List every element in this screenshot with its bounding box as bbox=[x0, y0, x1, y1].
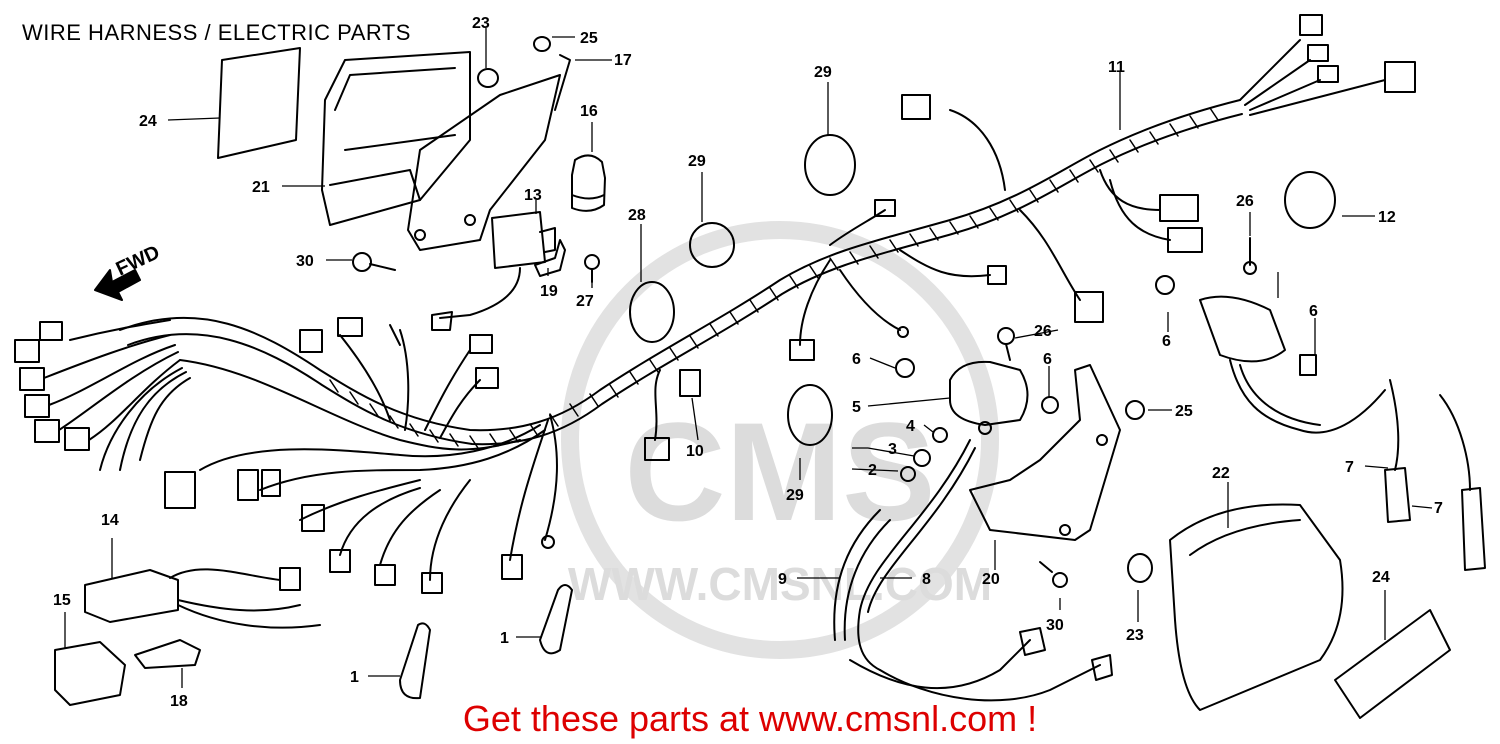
part-18-bracket bbox=[134, 639, 201, 669]
harness-braid bbox=[329, 107, 1219, 449]
watermark-logo: CMS bbox=[624, 393, 935, 550]
callout-4: 4 bbox=[906, 418, 915, 435]
part-17-bracket bbox=[407, 54, 571, 251]
starter-cables bbox=[833, 439, 1113, 702]
part-15-unit bbox=[54, 641, 126, 706]
part-10-connector bbox=[679, 369, 701, 397]
callout-9: 9 bbox=[778, 571, 787, 588]
part-14-igniter bbox=[84, 567, 321, 629]
part-3-washer bbox=[913, 449, 931, 467]
part-27-screw bbox=[584, 254, 600, 283]
footer-link[interactable]: Get these parts at www.cmsnl.com ! bbox=[462, 698, 1038, 739]
callout-3: 3 bbox=[888, 441, 897, 458]
callout-15: 15 bbox=[53, 592, 71, 609]
callout-29: 29 bbox=[688, 153, 706, 170]
part-23-grommet-right bbox=[1127, 553, 1153, 583]
callout-19: 19 bbox=[540, 283, 558, 300]
callout-6: 6 bbox=[852, 351, 861, 368]
part-25-nut bbox=[533, 36, 551, 52]
part-19-bracket bbox=[534, 239, 566, 277]
part-28-band bbox=[629, 281, 675, 343]
callout-30: 30 bbox=[296, 253, 314, 270]
callout-6: 6 bbox=[1309, 303, 1318, 320]
callout-30: 30 bbox=[1046, 617, 1064, 634]
callout-22: 22 bbox=[1212, 465, 1230, 482]
main-harness bbox=[119, 99, 1243, 581]
callout-20: 20 bbox=[982, 571, 1000, 588]
callout-7: 7 bbox=[1434, 500, 1443, 517]
callout-labels: 1 1 2 3 4 5 6 6 6 6 7 7 8 9 10 11 12 13 … bbox=[53, 15, 1443, 710]
callout-2: 2 bbox=[868, 462, 877, 479]
watermark-logo-circle bbox=[561, 221, 999, 659]
watermark: CMS WWW.CMSNL.COM bbox=[561, 221, 999, 659]
part-1-clip-left bbox=[399, 622, 431, 700]
part-6-bolt-center bbox=[895, 358, 915, 378]
callout-6: 6 bbox=[1043, 351, 1052, 368]
harness-branches bbox=[164, 14, 1416, 594]
part-2-washer bbox=[900, 466, 916, 482]
callout-26: 26 bbox=[1236, 193, 1254, 210]
callout-14: 14 bbox=[101, 512, 119, 529]
callout-12: 12 bbox=[1378, 209, 1396, 226]
callout-29: 29 bbox=[786, 487, 804, 504]
part-29-band-top bbox=[804, 134, 856, 196]
callout-6: 6 bbox=[1162, 333, 1171, 350]
callout-24: 24 bbox=[1372, 569, 1390, 586]
part-16-relay bbox=[571, 154, 606, 212]
callout-16: 16 bbox=[580, 103, 598, 120]
part-22-side-cover bbox=[1169, 503, 1344, 711]
callout-21: 21 bbox=[252, 179, 270, 196]
part-20-bracket bbox=[969, 364, 1121, 541]
part-12-band bbox=[1284, 171, 1336, 229]
part-6-clamp-left bbox=[1155, 275, 1175, 295]
fwd-arrow-icon bbox=[94, 269, 141, 301]
callout-25: 25 bbox=[1175, 403, 1193, 420]
left-connector-cluster bbox=[14, 319, 191, 471]
callout-17: 17 bbox=[614, 52, 632, 69]
callout-8: 8 bbox=[922, 571, 931, 588]
part-7-plug-cap-left bbox=[1384, 467, 1411, 523]
part-6-ignition-coil bbox=[1199, 295, 1471, 491]
callout-24: 24 bbox=[139, 113, 157, 130]
part-13-regulator bbox=[431, 211, 556, 331]
callout-7: 7 bbox=[1345, 459, 1354, 476]
watermark-url: WWW.CMSNL.COM bbox=[568, 558, 992, 610]
callout-26: 26 bbox=[1034, 323, 1052, 340]
part-1-clip-right bbox=[539, 584, 573, 655]
part-24-label-plate bbox=[1334, 609, 1451, 719]
callout-1: 1 bbox=[500, 630, 509, 647]
leader-lines bbox=[64, 28, 1433, 688]
callout-28: 28 bbox=[628, 207, 646, 224]
callout-18: 18 bbox=[170, 693, 188, 710]
callout-29: 29 bbox=[814, 64, 832, 81]
callout-5: 5 bbox=[852, 399, 861, 416]
part-24-shield bbox=[217, 47, 301, 159]
part-30-bolt-right bbox=[1039, 561, 1068, 588]
page-title: WIRE HARNESS / ELECTRIC PARTS bbox=[22, 20, 411, 45]
part-23-grommet bbox=[477, 68, 499, 88]
part-29-band-upper bbox=[689, 222, 735, 268]
callout-27: 27 bbox=[576, 293, 594, 310]
callout-11: 11 bbox=[1108, 59, 1125, 76]
part-6-nut-right bbox=[1041, 396, 1059, 414]
part-5-starter-relay bbox=[949, 360, 1029, 435]
part-25-nut-right bbox=[1125, 400, 1145, 420]
callout-25: 25 bbox=[580, 30, 598, 47]
part-21-battery-case bbox=[321, 51, 471, 226]
part-26-bolt-center bbox=[997, 327, 1015, 361]
part-29-band-lower bbox=[787, 384, 833, 446]
part-30-bolt-left bbox=[352, 252, 396, 272]
part-4-washer bbox=[932, 427, 948, 443]
part-26-bolt-right bbox=[1243, 237, 1257, 275]
callout-23: 23 bbox=[472, 15, 490, 32]
part-7-plug-cap-right bbox=[1461, 487, 1486, 571]
callout-10: 10 bbox=[686, 443, 704, 460]
callout-1: 1 bbox=[350, 669, 359, 686]
callout-23: 23 bbox=[1126, 627, 1144, 644]
callout-13: 13 bbox=[524, 187, 542, 204]
part-6-clamp-right bbox=[1299, 354, 1317, 376]
